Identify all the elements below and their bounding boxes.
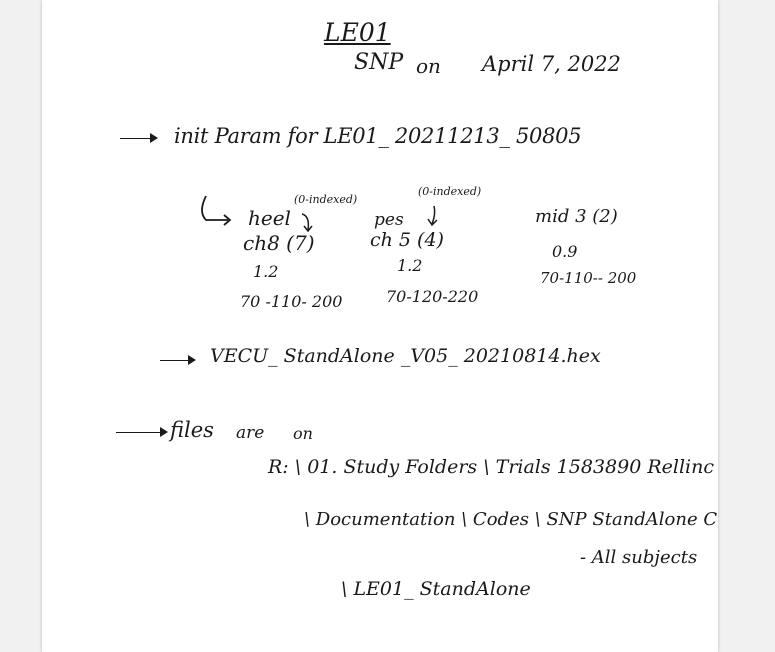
- param-heel-label: heel: [248, 206, 291, 230]
- arrow-icon: [120, 133, 158, 143]
- param-heel-channel: ch8 (7): [243, 231, 315, 255]
- arrow-icon: [116, 427, 168, 437]
- file-path-line-1: R: \ 01. Study Folders \ Trials 1583890 …: [268, 456, 714, 478]
- subtitle-snp: SNP: [354, 50, 404, 75]
- param-mid-value: 0.9: [552, 242, 578, 261]
- file-path-line-3: - All subjects: [580, 547, 698, 568]
- date-text: April 7, 2022: [482, 52, 621, 76]
- param-mid-range: 70-110-- 200: [540, 269, 637, 287]
- down-arrow-icon: [427, 205, 438, 227]
- on-word: on: [293, 424, 313, 443]
- param-pes-range: 70-120-220: [386, 287, 479, 306]
- index-note-heel: (0-indexed): [294, 193, 358, 206]
- page-title: LE01: [324, 18, 391, 47]
- param-pes-value: 1.2: [397, 256, 423, 275]
- param-heel-range: 70 -110- 200: [240, 292, 343, 311]
- param-pes-label: pes: [374, 210, 404, 230]
- file-path-line-4: \ LE01_ StandAlone: [341, 578, 531, 600]
- arrow-icon: [160, 355, 196, 365]
- files-word: files: [170, 418, 214, 442]
- hook-arrow-icon: [201, 195, 232, 226]
- are-word: are: [236, 423, 265, 443]
- file-path-line-2: \ Documentation \ Codes \ SNP StandAlone…: [304, 509, 718, 530]
- firmware-filename: VECU_ StandAlone _V05_ 20210814.hex: [210, 345, 601, 367]
- subtitle-on: on: [416, 54, 441, 78]
- handwritten-note-page: LE01 SNP on April 7, 2022 init Param for…: [42, 0, 718, 652]
- down-arrow-icon: [301, 213, 313, 233]
- param-heel-value: 1.2: [253, 262, 279, 281]
- init-param-note: init Param for LE01_ 20211213_ 50805: [174, 124, 582, 148]
- param-pes-channel: ch 5 (4): [370, 229, 444, 251]
- param-mid-label: mid 3 (2): [535, 206, 618, 227]
- index-note-pes: (0-indexed): [418, 185, 482, 198]
